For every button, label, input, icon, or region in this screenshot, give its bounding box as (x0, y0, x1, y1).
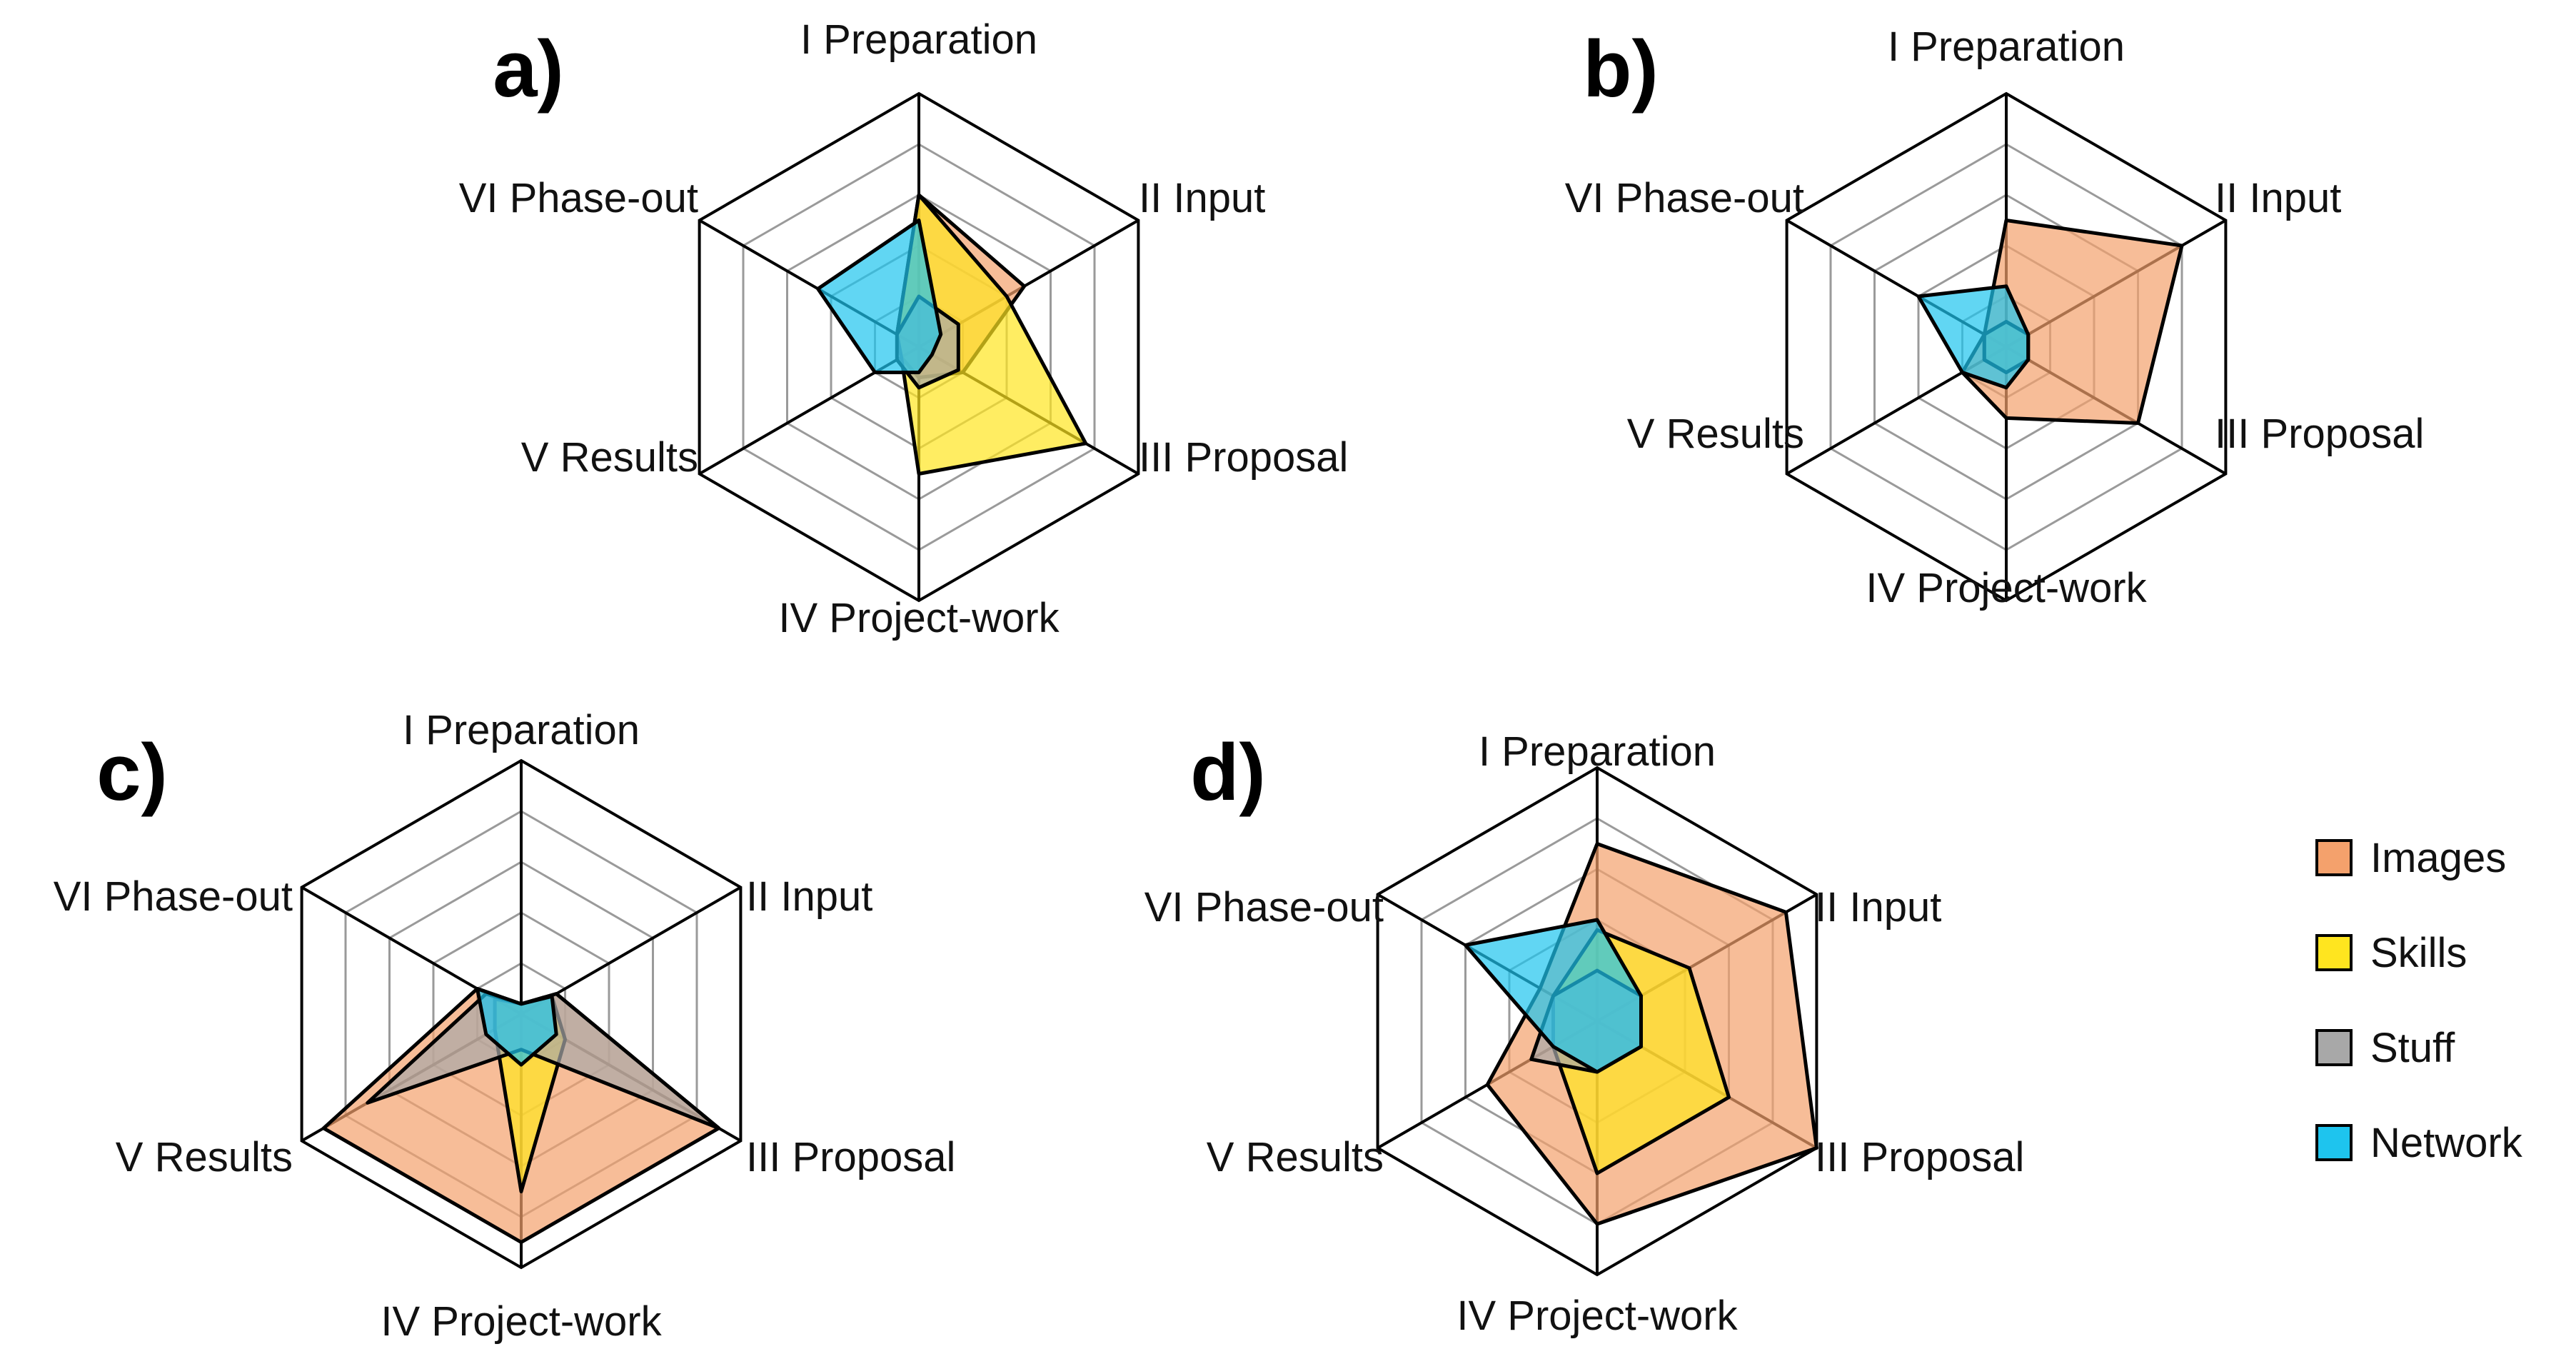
axis-label-i-preparation: I Preparation (1888, 24, 2125, 70)
axis-label-iv-project-work: IV Project-work (778, 595, 1060, 641)
axis-label-ii-input: II Input (1815, 884, 1941, 931)
axis-label-ii-input: II Input (2215, 175, 2341, 221)
legend-swatch-images (2315, 839, 2353, 876)
axis-label-vi-phase-out: VI Phase-out (459, 175, 698, 221)
axis-label-ii-input: II Input (1139, 175, 1265, 221)
axis-label-v-results: V Results (1627, 411, 1804, 457)
axis-label-iv-project-work: IV Project-work (381, 1298, 662, 1345)
legend-label-stuff: Stuff (2370, 1025, 2455, 1071)
legend-label-network: Network (2370, 1120, 2523, 1166)
axis-label-iii-proposal: III Proposal (2215, 411, 2424, 457)
axis-label-i-preparation: I Preparation (403, 707, 640, 753)
panel-label: a) (493, 24, 564, 114)
axis-label-i-preparation: I Preparation (1479, 728, 1716, 775)
axis-label-iii-proposal: III Proposal (1815, 1134, 2024, 1180)
legend-swatch-stuff (2315, 1029, 2353, 1066)
legend-swatch-skills (2315, 934, 2353, 971)
axis-label-v-results: V Results (116, 1134, 293, 1180)
panel-label: d) (1190, 728, 1266, 817)
series-network-area (476, 987, 558, 1067)
axis-label-iii-proposal: III Proposal (746, 1134, 955, 1180)
legend-label-skills: Skills (2370, 930, 2467, 976)
axis-label-iv-project-work: IV Project-work (1456, 1293, 1738, 1339)
axis-label-iii-proposal: III Proposal (1139, 434, 1348, 481)
legend-label-images: Images (2370, 835, 2506, 881)
panel-label: c) (96, 728, 168, 817)
axis-label-vi-phase-out: VI Phase-out (54, 873, 293, 920)
legend-swatch-network (2315, 1124, 2353, 1161)
axis-label-vi-phase-out: VI Phase-out (1565, 175, 1804, 221)
axis-label-ii-input: II Input (746, 873, 872, 920)
axis-label-i-preparation: I Preparation (800, 16, 1037, 63)
series-network-area (1916, 284, 2031, 390)
axis-label-v-results: V Results (521, 434, 698, 481)
series-network-area (1464, 918, 1643, 1074)
axis-label-v-results: V Results (1207, 1134, 1384, 1180)
axis-label-iv-project-work: IV Project-work (1866, 565, 2147, 611)
axis-label-vi-phase-out: VI Phase-out (1144, 884, 1384, 931)
series-network-area (816, 219, 943, 374)
panel-label: b) (1583, 24, 1659, 114)
